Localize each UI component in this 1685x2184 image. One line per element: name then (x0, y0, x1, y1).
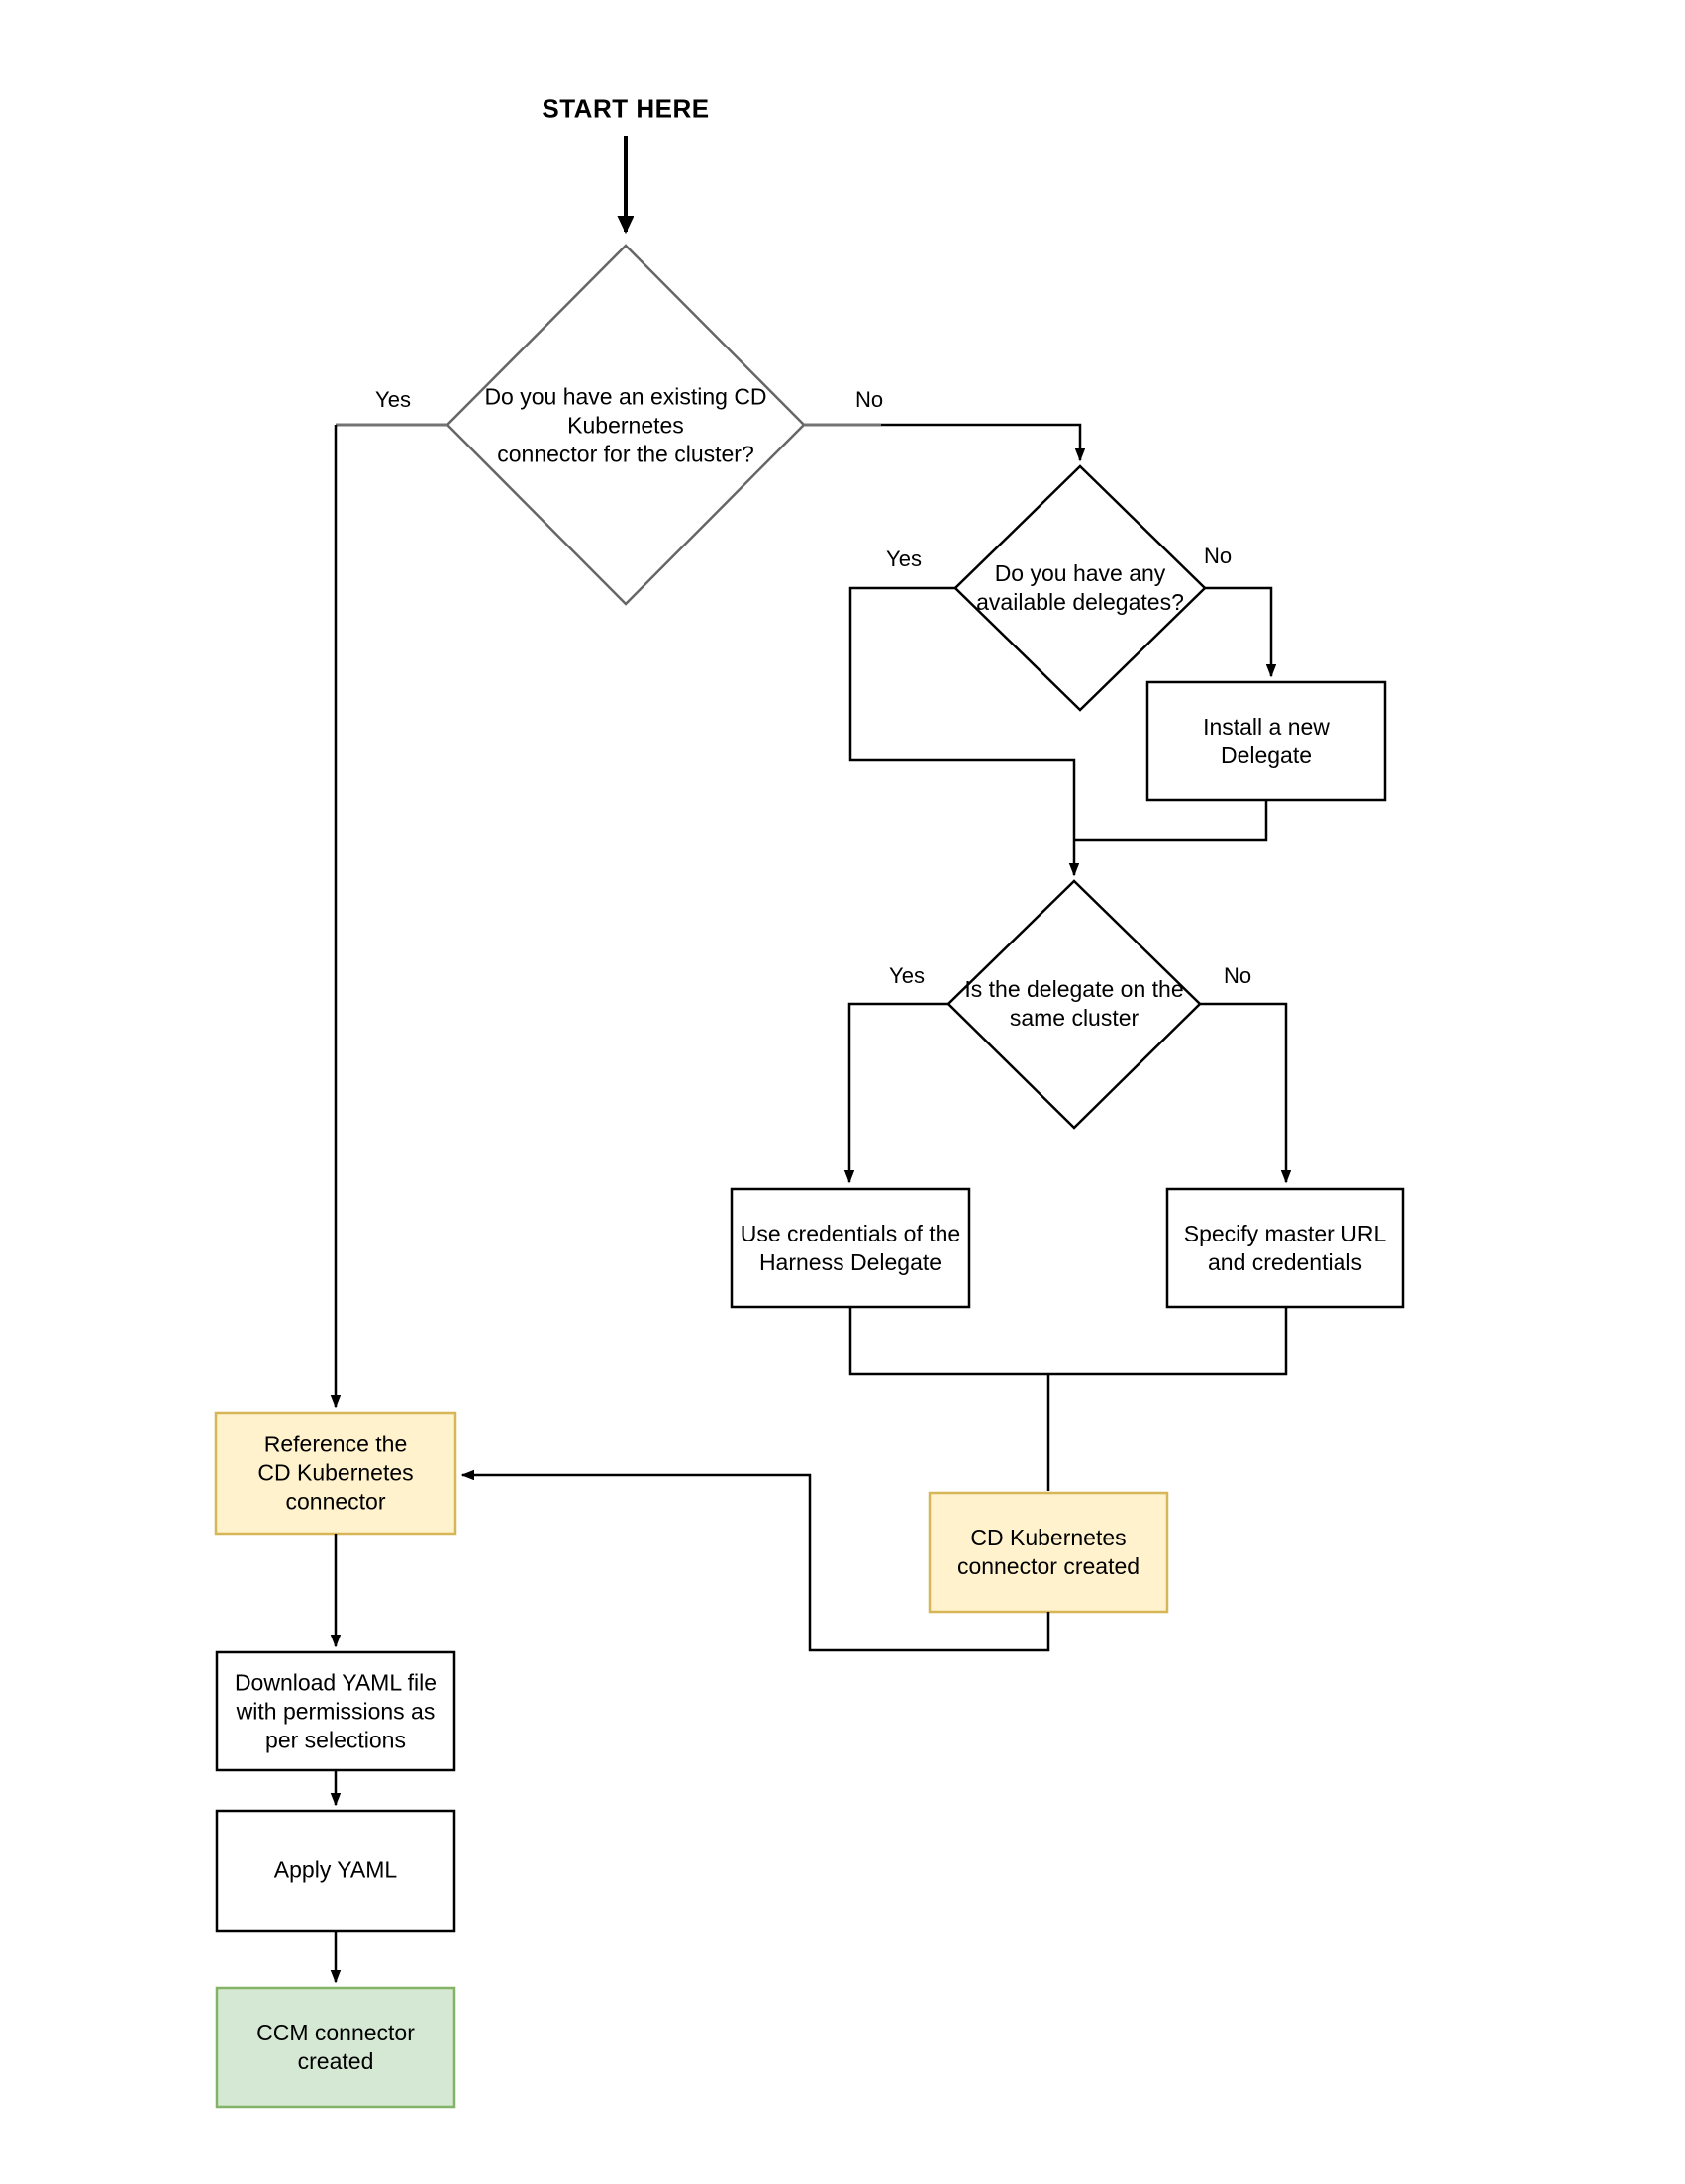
edge-delegates-no (1205, 586, 1271, 676)
edge-credentials-merge (848, 1307, 1048, 1376)
node-reference-connector-label: Reference the CD Kubernetes connector (257, 1431, 414, 1515)
node-install-delegate-shape (1145, 680, 1387, 802)
decision-same-cluster-label: Is the delegate on the same cluster (964, 976, 1184, 1031)
branch-label-same-cluster-yes: Yes (889, 963, 925, 989)
decision-available-delegates-label: Do you have any available delegates? (976, 560, 1184, 615)
branch-label-same-cluster-no: No (1223, 963, 1252, 989)
node-apply-yaml-shape (215, 1809, 456, 1933)
decision-existing-connector-label: Do you have an existing CD Kubernetes co… (484, 383, 767, 467)
edge-delegates-yes (848, 586, 1074, 875)
node-use-delegate-credentials-label: Use credentials of the Harness Delegate (740, 1221, 961, 1275)
node-cd-connector-created-shape (928, 1491, 1169, 1614)
edge-existing-no (881, 423, 1080, 460)
node-reference-connector-shape (214, 1411, 457, 1536)
decision-available-delegates-shape (953, 464, 1207, 712)
branch-label-delegates-yes: Yes (886, 546, 922, 572)
node-download-yaml-shape (215, 1650, 456, 1772)
node-use-delegate-credentials-shape (730, 1187, 971, 1309)
node-download-yaml-label: Download YAML file with permissions as p… (234, 1669, 438, 1753)
node-ccm-connector-created-shape (215, 1986, 456, 2109)
edge-same-cluster-yes (849, 1002, 948, 1182)
node-install-delegate-label: Install a new Delegate (1203, 714, 1330, 768)
node-apply-yaml-label: Apply YAML (273, 1856, 398, 1883)
node-ccm-connector-created-label: CCM connector created (256, 2020, 415, 2074)
edge-cd-created-to-reference (462, 1475, 1050, 1652)
node-specify-master-url-label: Specify master URL and credentials (1183, 1221, 1387, 1275)
decision-existing-connector-shape (446, 244, 806, 606)
branch-label-delegates-no: No (1203, 544, 1233, 569)
node-cd-connector-created-label: CD Kubernetes connector created (956, 1525, 1140, 1579)
decision-same-cluster-shape (946, 879, 1202, 1130)
start-here-label: START HERE (542, 93, 710, 124)
branch-label-existing-no: No (854, 387, 884, 413)
edge-master-url-merge (1048, 1307, 1288, 1376)
branch-label-existing-yes: Yes (375, 387, 411, 413)
edge-install-to-decision (1074, 800, 1268, 842)
edge-same-cluster-no (1200, 1002, 1286, 1182)
